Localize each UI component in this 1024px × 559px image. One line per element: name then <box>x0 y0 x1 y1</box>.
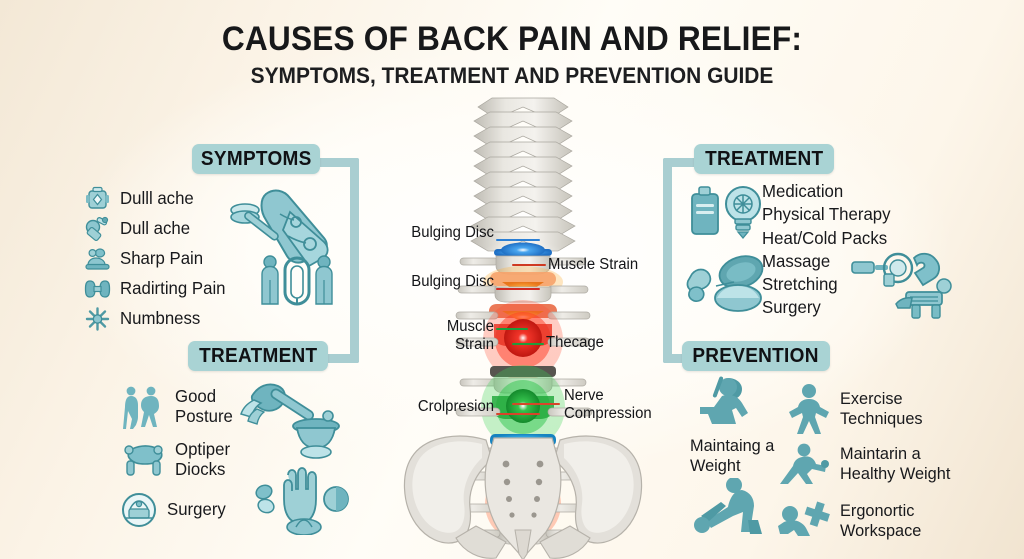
list-item: Massage <box>762 250 831 271</box>
leader-line <box>512 343 544 345</box>
list-item: Radirting Pain <box>84 276 230 302</box>
list-item-label: Good Posture <box>175 386 233 426</box>
leader-line <box>496 288 540 290</box>
seated-person-icon <box>85 248 110 270</box>
leader-line <box>496 239 540 241</box>
treatment-left-list: Good Posture Optiper Diocks Surgery <box>120 385 235 540</box>
list-item: Surgery <box>762 297 821 318</box>
leader-line <box>496 328 528 330</box>
section-badge-symptoms: SYMPTOMS <box>192 144 320 174</box>
therapy-table-illustration <box>851 252 952 319</box>
leader-line <box>512 403 560 405</box>
list-item: Dull ache <box>84 216 230 242</box>
list-item: Heat/Cold Packs <box>762 227 888 248</box>
bottle-bulb-illustration <box>691 186 761 240</box>
list-item: Medication <box>762 181 844 201</box>
glove-pills-illustration <box>255 467 349 535</box>
section-badge-treatment-left: TREATMENT <box>188 341 328 371</box>
floor-stretch-figure-icon <box>778 501 830 536</box>
section-badge-prevention: PREVENTION <box>682 341 830 371</box>
spine-label-nerve-compression: Nerve Compression <box>564 387 652 422</box>
list-item-label: Exercise Techniques <box>840 389 923 428</box>
spine-label-thecage: Thecage <box>546 334 604 351</box>
patient-scan-illustration <box>261 255 333 306</box>
surgery-circle-icon <box>122 492 156 527</box>
pelvis <box>403 435 643 559</box>
list-item-label: Dull ache <box>120 218 191 239</box>
list-item: Numbness <box>84 306 230 332</box>
magnifier-pain-icon <box>85 216 109 242</box>
list-item: Surgery <box>120 491 235 529</box>
list-item-label: Optiper Diocks <box>175 439 231 479</box>
sacrum <box>484 437 562 559</box>
list-item: Maintarin a Healthy Weight <box>780 442 955 486</box>
standing-exercise-figure-icon <box>789 384 829 434</box>
lunge-figure-icon <box>780 443 829 484</box>
list-item: Optiper Diocks <box>120 439 235 480</box>
list-item-label: Sharp Pain <box>120 248 204 269</box>
spine-label-crolpresion: Crolpresion <box>417 398 494 415</box>
mortar-pestle-illustration <box>240 383 340 459</box>
section-badge-treatment-right: TREATMENT <box>694 144 834 174</box>
list-item-label: Surgery <box>167 498 226 519</box>
support-brace-icon <box>124 445 163 476</box>
pelvis-illustration <box>403 435 643 559</box>
list-item-label: Radirting Pain <box>120 278 226 299</box>
section-badge-symptoms-label: SYMPTOMS <box>200 147 312 170</box>
list-item-label: Dulll ache <box>120 188 194 209</box>
page-title: CAUSES OF BACK PAIN AND RELIEF: SYMPTOMS… <box>0 22 1024 87</box>
list-item: Ergonortic Workspace <box>778 500 925 542</box>
spine-label-bulging-disc-upper: Bulging Disc <box>411 224 494 241</box>
list-item-label: Ergonortic Workspace <box>840 501 922 540</box>
section-badge-treatment-right-label: TREATMENT <box>704 147 824 170</box>
seated-stretch-figure-icon <box>700 376 748 424</box>
symptoms-list: Dulll ache Dull ache Sharp Pain <box>84 186 230 336</box>
list-item: Good Posture <box>120 385 235 429</box>
list-item: Stretching <box>762 274 838 295</box>
title-main: CAUSES OF BACK PAIN AND RELIEF: <box>221 20 803 58</box>
spine-label-muscle-strain-upper: Muscle Strain <box>548 256 639 273</box>
leader-line <box>496 413 540 415</box>
section-badge-prevention-label: PREVENTION <box>692 344 820 367</box>
spine-label-bulging-disc-lower: Bulging Disc <box>411 273 494 290</box>
title-subtitle: SYMPTOMS, TREATMENT AND PREVENTION GUIDE <box>250 62 774 88</box>
spine-label-muscle-strain-left: Muscle Strain <box>446 318 494 353</box>
section-badge-treatment-left-label: TREATMENT <box>198 344 318 367</box>
list-item-label: Maintaing a Weight <box>690 436 775 475</box>
list-item: Sharp Pain <box>84 246 230 272</box>
vertebra-icon <box>84 280 111 298</box>
thoracic-vertebrae <box>470 97 576 252</box>
bending-lift-figure-illustration <box>694 478 762 534</box>
leader-line <box>512 264 546 266</box>
treatment-right-list: Medication Physical Therapy Heat/Cold Pa… <box>762 180 896 320</box>
list-item: Exercise Techniques <box>786 382 926 436</box>
list-item: Dulll ache <box>84 186 230 212</box>
list-item-label: Numbness <box>120 308 201 329</box>
arm-compress-illustration <box>230 189 329 268</box>
capsule-illustration <box>686 255 764 312</box>
nerve-burst-icon <box>85 307 110 331</box>
list-item: Maintaing a Weight <box>690 436 778 475</box>
prevention-list: Maintaing a Weight Exercise Techniques M… <box>690 376 1000 540</box>
posture-figures-icon <box>123 386 159 429</box>
left-bracket-connector <box>318 158 360 363</box>
list-item-label: Maintarin a Healthy Weight <box>840 444 951 483</box>
list-item: Physical Therapy <box>762 204 891 225</box>
ice-pack-icon <box>86 186 109 209</box>
